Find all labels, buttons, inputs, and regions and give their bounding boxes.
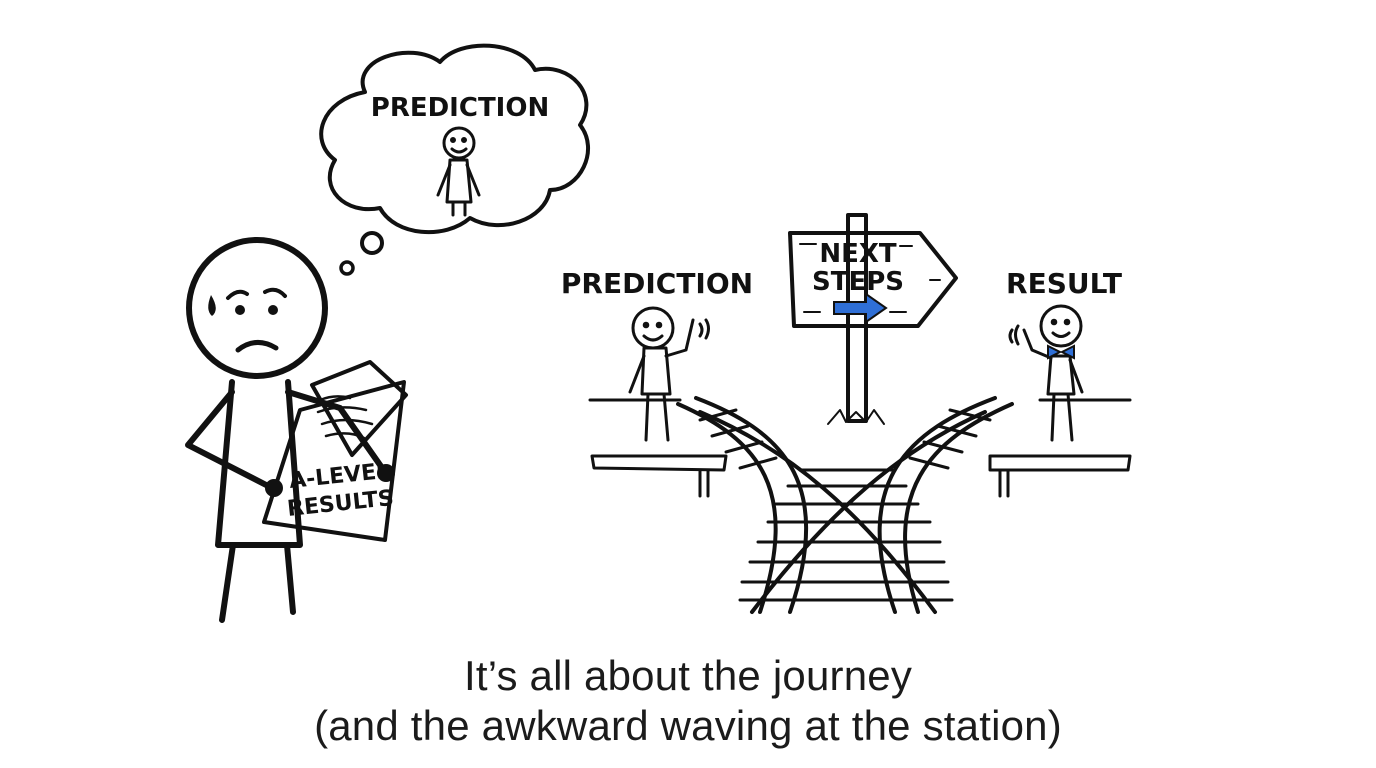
- left-label: PREDICTION: [561, 267, 753, 300]
- sweat-drop-icon: [208, 295, 216, 316]
- right-label: RESULT: [1006, 267, 1122, 300]
- railway-tracks: [676, 396, 1014, 614]
- small-figure-icon: [436, 126, 481, 217]
- caption-line-2: (and the awkward waving at the station): [314, 702, 1062, 749]
- results-document: A-LEVEL RESULTS: [262, 360, 408, 542]
- thought-bubble-label: PREDICTION: [371, 93, 549, 123]
- right-platform: [988, 398, 1132, 498]
- worried-student-figure: [185, 237, 388, 623]
- right-waving-figure: [1008, 304, 1084, 442]
- caption-line-1: It’s all about the journey: [463, 652, 913, 699]
- blue-arrow-icon: [833, 292, 888, 324]
- thought-bubble: PREDICTION: [319, 43, 591, 276]
- next-steps-signpost: NEXT STEPS: [788, 213, 958, 425]
- left-waving-figure: [628, 306, 710, 442]
- signpost-line2: STEPS: [812, 267, 904, 297]
- bow-tie-icon: [1047, 344, 1075, 360]
- signpost-line1: NEXT: [819, 239, 897, 269]
